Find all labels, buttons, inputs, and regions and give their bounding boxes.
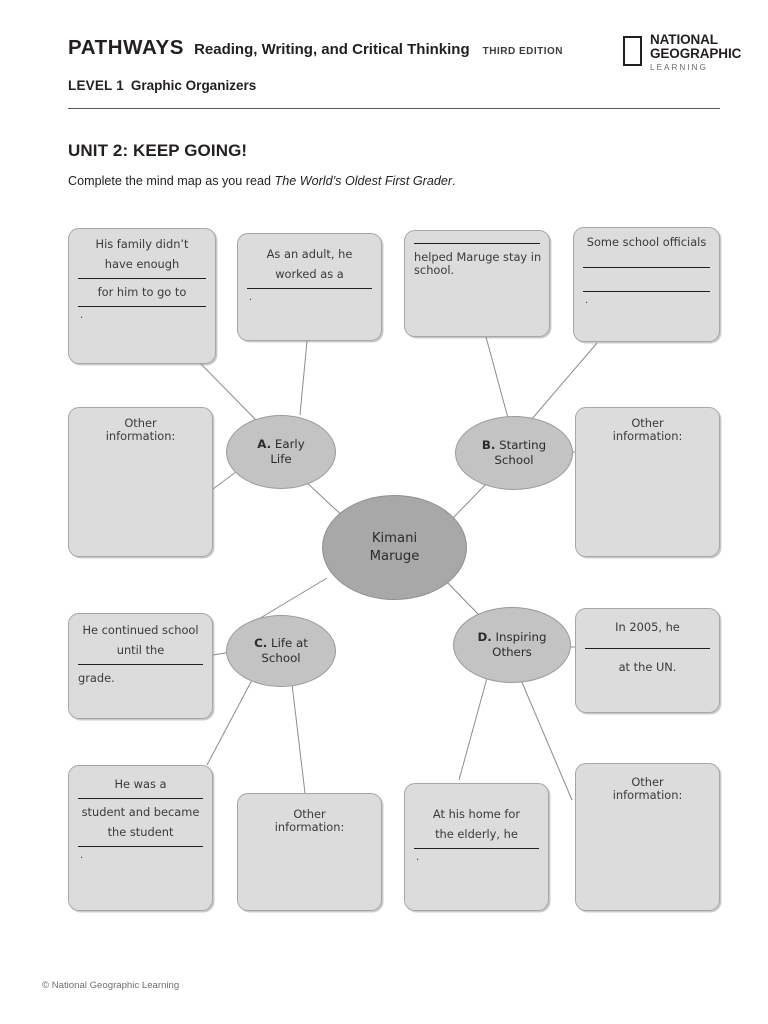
box-other-information-c[interactable]: Other information: [237,793,382,911]
header-divider [68,108,720,109]
node-d-line-1: Inspiring [495,630,547,645]
box-officials-blank-2[interactable] [583,291,710,293]
brand-title: PATHWAYS [68,36,185,59]
box-other-information-a[interactable]: Other information: [68,407,213,557]
box-helped[interactable]: helped Maruge stay in school. [404,230,550,337]
box-home-line-1: At his home for [432,807,521,821]
box-home[interactable]: At his home for the elderly, he [404,783,549,911]
instructions-tail: . [452,174,456,188]
national-geographic-logo: NATIONAL GEOGRAPHIC LEARNING [623,33,741,83]
node-a-line-1: Early [274,437,305,452]
box-was-a-blank-1[interactable] [78,798,203,800]
box-officials[interactable]: Some school officials [573,227,720,342]
box-continued-line-2: until the [116,643,165,658]
box-un-line-1: In 2005, he [615,620,680,634]
box-other-b-line-2: information: [612,429,683,444]
box-was-a-blank-2[interactable] [78,846,203,848]
box-helped-line-2: school. [414,263,455,278]
book-title: The World’s Oldest First Grader [274,174,453,188]
brand-edition: THIRD EDITION [482,46,564,57]
box-adult-blank-1[interactable] [247,288,372,290]
node-b-starting-school[interactable]: B. Starting School [455,416,573,490]
box-family-line-3: for him to go to [97,285,187,300]
ng-rectangle-icon [623,36,642,66]
box-continued[interactable]: He continued school until the grade. [68,613,213,719]
box-un[interactable]: In 2005, he at the UN. [575,608,720,713]
brand-subtitle: Reading, Writing, and Critical Thinking [194,41,470,58]
box-adult[interactable]: As an adult, he worked as a [237,233,382,341]
box-adult-line-2: worked as a [275,267,344,282]
node-d-line-2: Others [492,645,532,659]
ng-line-2: GEOGRAPHIC [650,45,742,61]
level-row: LEVEL 1 Graphic Organizers [68,78,256,93]
box-helped-line-1: helped Maruge stay in [414,250,542,264]
box-family-line-1: His family didn’t [95,237,189,251]
box-family-line-2: have enough [104,257,180,272]
box-un-blank-1[interactable] [585,648,710,650]
brand-row: PATHWAYS Reading, Writing, and Critical … [68,36,563,60]
box-other-b-line-1: Other [631,416,664,430]
box-officials-line-1: Some school officials [586,235,707,249]
box-other-a-line-1: Other [124,416,157,430]
box-continued-line-3: grade. [78,671,115,686]
box-other-d-line-2: information: [612,788,683,803]
node-b-letter: B. [481,438,496,453]
box-home-blank-1[interactable] [414,848,539,850]
instructions: Complete the mind map as you read The Wo… [68,174,456,188]
level-label: LEVEL 1 [68,78,124,93]
node-center-line-1: Kimani [371,530,418,546]
node-a-line-2: Life [270,452,292,466]
box-un-line-2: at the UN. [618,660,677,675]
box-adult-line-1: As an adult, he [266,247,353,261]
section-label: Graphic Organizers [130,78,257,93]
page-title: UNIT 2: KEEP GOING! [68,141,248,160]
box-officials-blank-1[interactable] [583,267,710,269]
box-other-information-d[interactable]: Other information: [575,763,720,911]
node-d-inspiring-others[interactable]: D. Inspiring Others [453,607,571,683]
box-helped-blank-1[interactable] [414,243,540,244]
box-other-d-line-1: Other [631,775,664,789]
box-family[interactable]: His family didn’t have enough for him to… [68,228,216,364]
box-was-a-line-1: He was a [114,777,167,791]
ng-line-1: NATIONAL [650,32,718,47]
node-b-line-1: Starting [499,438,547,453]
node-a-early-life[interactable]: A. Early Life [226,415,336,489]
node-d-letter: D. [477,630,492,645]
box-family-blank-1[interactable] [78,278,206,280]
box-continued-blank-1[interactable] [78,664,203,666]
box-was-a-line-3: the student [107,825,174,840]
copyright-footer: © National Geographic Learning [42,980,180,991]
box-home-line-2: the elderly, he [435,827,518,842]
node-c-line-1: Life at [271,636,308,651]
node-center-kimani-maruge[interactable]: Kimani Maruge [322,495,467,600]
box-other-a-line-2: information: [105,429,176,444]
box-other-information-b[interactable]: Other information: [575,407,720,557]
box-other-c-line-2: information: [274,820,345,835]
box-was-a[interactable]: He was a student and became the student [68,765,213,911]
ng-line-3: LEARNING [650,62,708,72]
node-a-letter: A. [257,437,272,452]
node-c-life-at-school[interactable]: C. Life at School [226,615,336,687]
page-header: PATHWAYS Reading, Writing, and Critical … [68,33,741,110]
ng-wordmark: NATIONAL GEOGRAPHIC LEARNING [650,33,741,72]
node-c-letter: C. [254,636,268,651]
node-c-line-2: School [261,651,301,665]
box-was-a-line-2: student and became [81,805,200,820]
box-family-blank-2[interactable] [78,306,206,308]
box-continued-line-1: He continued school [82,623,199,637]
box-other-c-line-1: Other [293,807,326,821]
node-b-line-2: School [494,453,534,467]
instructions-lead: Complete the mind map as you read [68,174,275,188]
node-center-line-2: Maruge [369,548,420,564]
